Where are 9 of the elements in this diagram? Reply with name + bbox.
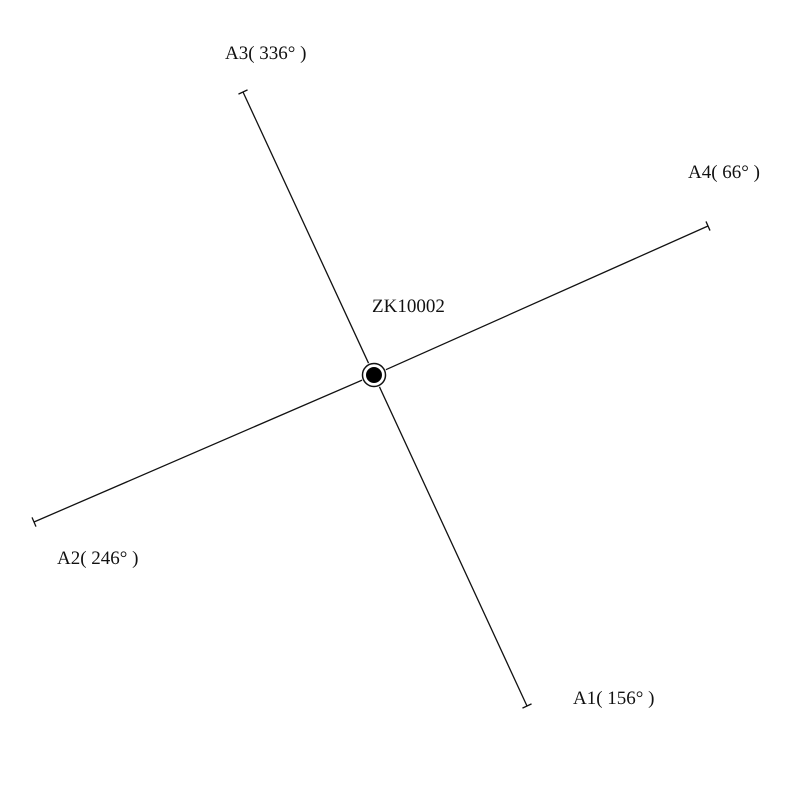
direction-label: A2( 246° ): [57, 548, 138, 570]
survey-line: [386, 220, 711, 370]
direction-label: A1( 156° ): [573, 688, 654, 710]
survey-line: [378, 386, 532, 709]
direction-label: A4( 66° ): [688, 162, 760, 184]
direction-label: A3( 336° ): [225, 43, 306, 65]
borehole-label: ZK10002: [372, 296, 445, 318]
survey-line: [238, 89, 370, 364]
survey-line: [31, 380, 362, 528]
